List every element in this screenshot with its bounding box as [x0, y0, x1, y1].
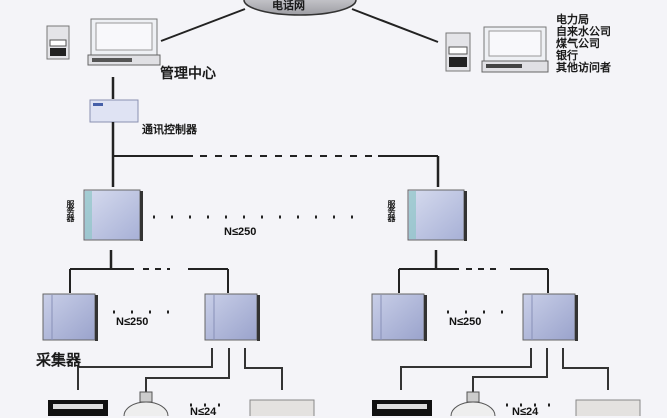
- collector-count-limit: N≤250: [116, 316, 149, 328]
- water-meter-icon: [575, 399, 641, 416]
- collector-label: 采集器: [36, 351, 82, 369]
- electric-meter-icon: [372, 400, 432, 416]
- visitor-label: 银行: [556, 49, 578, 62]
- phone-network-cloud-icon: [243, 0, 357, 16]
- visitors-computer-icon: [445, 26, 549, 73]
- server-cabinet-icon: [407, 189, 467, 241]
- management-center-label: 管理中心: [160, 66, 216, 82]
- collector-cabinet-icon: [371, 293, 427, 341]
- electric-meter-icon: [48, 400, 108, 416]
- visitor-label: 其他访问者: [556, 61, 611, 74]
- server-cabinet-icon: [83, 189, 143, 241]
- gas-meter-icon: [123, 391, 169, 416]
- meter-wiring: [400, 348, 609, 394]
- visitor-list: 电力局 自来水公司 煤气公司 银行 其他访问者: [556, 14, 611, 74]
- server-label: 服务器: [66, 200, 75, 221]
- meter-wiring: [77, 348, 283, 394]
- comm-controller-icon: [89, 99, 139, 123]
- visitor-label: 自来水公司: [556, 25, 611, 38]
- collector-cabinet-icon: [42, 293, 98, 341]
- comm-controller-label: 通讯控制器: [142, 123, 197, 136]
- phone-network-label: 电话网: [272, 0, 305, 12]
- collector-cabinet-icon: [204, 293, 260, 341]
- water-meter-icon: [249, 399, 315, 416]
- collector-count-limit: N≤250: [449, 316, 482, 328]
- server-count-limit: N≤250: [224, 226, 257, 238]
- server-label: 服务器: [387, 200, 396, 221]
- visitor-label: 电力局: [556, 13, 589, 26]
- gas-meter-icon: [450, 391, 496, 416]
- meter-count-limit: N≤24: [190, 406, 217, 418]
- management-computer-icon: [46, 18, 161, 66]
- link-network-visitors: [351, 8, 439, 43]
- meter-count-limit: N≤24: [512, 406, 539, 418]
- visitor-label: 煤气公司: [556, 37, 600, 50]
- link-network-management: [160, 8, 246, 42]
- collector-cabinet-icon: [522, 293, 578, 341]
